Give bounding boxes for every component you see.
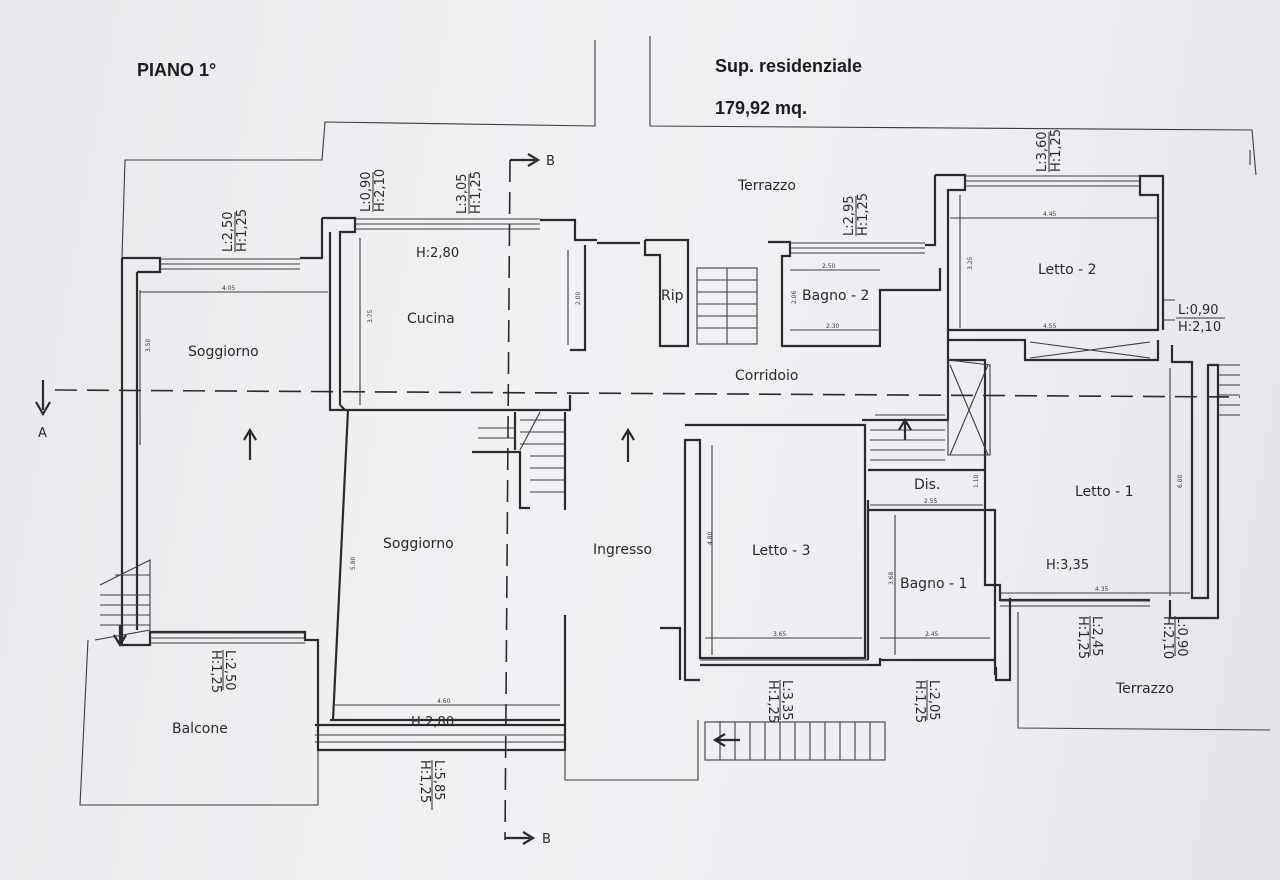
area-label: Sup. residenziale bbox=[715, 56, 862, 76]
room-letto-1: Letto - 1 bbox=[1075, 484, 1134, 500]
section-line-b: B B bbox=[504, 153, 555, 847]
inner-dimensions: 4.05 3.50 3.75 2.00 2.50 2.30 2.06 4.45 … bbox=[139, 195, 1190, 706]
svg-text:H:2,10: H:2,10 bbox=[373, 169, 388, 212]
opening-letto1-door: L:0,90 H:2,10 bbox=[1160, 616, 1189, 659]
dim-letto3-w: 3.65 bbox=[773, 631, 787, 638]
svg-text:L:0,90: L:0,90 bbox=[359, 171, 374, 212]
room-balcone: Balcone bbox=[172, 721, 228, 737]
room-corridoio: Corridoio bbox=[735, 368, 798, 384]
section-line-a: A bbox=[35, 380, 1241, 441]
stair-balcone bbox=[94, 559, 151, 641]
svg-text:H:1,25: H:1,25 bbox=[1075, 616, 1090, 659]
svg-text:L:2,50: L:2,50 bbox=[222, 650, 237, 691]
section-b-label-top: B bbox=[546, 154, 555, 169]
svg-text:H:1,25: H:1,25 bbox=[469, 171, 484, 214]
opening-cucina-win: L:3,05 H:1,25 bbox=[455, 171, 484, 214]
opening-letto2-door: L:0,90 H:2,10 bbox=[1176, 303, 1225, 335]
dim-soggiorno-main-w: 4.60 bbox=[437, 698, 451, 705]
outer-walls bbox=[120, 173, 1220, 752]
section-a-label-left: A bbox=[38, 426, 47, 441]
svg-text:L:3,05: L:3,05 bbox=[455, 173, 470, 214]
room-rip: Rip bbox=[661, 288, 684, 304]
dim-dis-w: 2.55 bbox=[924, 498, 938, 505]
dim-bagno1-w: 2.45 bbox=[925, 631, 939, 638]
svg-text:L:0,90: L:0,90 bbox=[1178, 303, 1219, 318]
dim-soggiorno-w: 4.05 bbox=[222, 285, 236, 292]
opening-balcone-win: L:2,50 H:1,25 bbox=[208, 650, 237, 693]
room-soggiorno-left: Soggiorno bbox=[188, 344, 259, 360]
dim-letto3-h: 4.80 bbox=[707, 531, 714, 545]
svg-text:L:5,85: L:5,85 bbox=[431, 760, 446, 801]
dim-soggiorno-main-h: 5.80 bbox=[350, 556, 357, 570]
svg-text:H:1,25: H:1,25 bbox=[765, 680, 780, 723]
section-b-label-bottom: B bbox=[542, 832, 551, 847]
svg-text:H:2,10: H:2,10 bbox=[1160, 616, 1175, 659]
direction-arrows bbox=[113, 417, 912, 747]
svg-text:H:1,25: H:1,25 bbox=[208, 650, 223, 693]
svg-text:H:1,25: H:1,25 bbox=[856, 193, 871, 236]
opening-cucina-door: L:0,90 H:2,10 bbox=[359, 169, 388, 212]
svg-text:H:1,25: H:1,25 bbox=[1049, 129, 1064, 172]
svg-text:L:2,05: L:2,05 bbox=[926, 680, 941, 721]
dim-letto2-w-bottom: 4.55 bbox=[1043, 323, 1057, 330]
svg-text:L:3,35: L:3,35 bbox=[779, 680, 794, 721]
room-labels: Soggiorno Cucina Soggiorno Ingresso Corr… bbox=[172, 178, 1174, 737]
opening-letto3-win: L:3,35 H:1,25 bbox=[765, 680, 794, 723]
floor-title: PIANO 1° bbox=[137, 60, 216, 80]
dim-letto1-h: 6.00 bbox=[1177, 474, 1184, 488]
dim-bagno2-w-bottom: 2.30 bbox=[826, 323, 840, 330]
wardrobe-cross bbox=[949, 341, 1151, 456]
dim-dis-h: 1.10 bbox=[973, 474, 980, 488]
height-labels: H:2,80 H:2,80 H:3,35 bbox=[411, 246, 1089, 730]
svg-text:L:0,90: L:0,90 bbox=[1174, 616, 1189, 657]
room-letto-2: Letto - 2 bbox=[1038, 262, 1097, 278]
room-soggiorno-main: Soggiorno bbox=[383, 536, 454, 552]
dim-bagno2-w-top: 2.50 bbox=[822, 263, 836, 270]
dim-cucina-h: 3.75 bbox=[367, 309, 374, 323]
svg-text:H:1,25: H:1,25 bbox=[417, 760, 432, 803]
room-bagno-1: Bagno - 1 bbox=[900, 576, 967, 592]
area-value: 179,92 mq. bbox=[715, 98, 807, 118]
dim-letto2-w-top: 4.45 bbox=[1043, 211, 1057, 218]
room-ingresso: Ingresso bbox=[593, 542, 652, 558]
room-bagno-2: Bagno - 2 bbox=[802, 288, 869, 304]
opening-soggiorno-win: L:2,50 H:1,25 bbox=[221, 209, 250, 252]
room-cucina: Cucina bbox=[407, 311, 455, 327]
stair-dis bbox=[870, 429, 945, 461]
site-boundary bbox=[79, 36, 1271, 806]
stair-rip bbox=[696, 267, 758, 345]
opening-letto1-win: L:2,45 H:1,25 bbox=[1075, 616, 1104, 659]
room-dis: Dis. bbox=[914, 477, 940, 493]
svg-text:H:1,25: H:1,25 bbox=[912, 680, 927, 723]
stair-right bbox=[1218, 364, 1240, 416]
height-cucina: H:2,80 bbox=[416, 246, 459, 261]
dim-soggiorno-h: 3.50 bbox=[145, 338, 152, 352]
room-terrazzo-top: Terrazzo bbox=[737, 178, 796, 194]
svg-text:H:1,25: H:1,25 bbox=[235, 209, 250, 252]
svg-text:L:2,45: L:2,45 bbox=[1089, 616, 1104, 657]
dim-bagno1-h: 3.68 bbox=[888, 571, 895, 585]
dim-letto2-h: 3.25 bbox=[967, 256, 974, 270]
svg-text:L:2,95: L:2,95 bbox=[842, 195, 857, 236]
room-letto-3: Letto - 3 bbox=[752, 543, 811, 559]
opening-bagno2-win: L:2,95 H:1,25 bbox=[842, 193, 871, 236]
height-soggiorno: H:2,80 bbox=[411, 715, 454, 730]
opening-letto2-win: L:3,60 H:1,25 bbox=[1035, 129, 1064, 172]
room-terrazzo-right: Terrazzo bbox=[1115, 681, 1174, 697]
dim-bagno2-h: 2.06 bbox=[791, 290, 798, 304]
dim-cucina-side: 2.00 bbox=[575, 291, 582, 305]
dim-letto1-w: 4.35 bbox=[1095, 586, 1109, 593]
height-letto-1: H:3,35 bbox=[1046, 558, 1089, 573]
svg-text:H:2,10: H:2,10 bbox=[1178, 320, 1221, 335]
stair-main bbox=[478, 411, 565, 493]
windows bbox=[150, 175, 1175, 743]
svg-text:L:3,60: L:3,60 bbox=[1035, 131, 1050, 172]
opening-bagno1-win: L:2,05 H:1,25 bbox=[912, 680, 941, 723]
opening-soggiorno-bottom-win: L:5,85 H:1,25 bbox=[417, 760, 446, 810]
svg-text:L:2,50: L:2,50 bbox=[221, 211, 236, 252]
interior-walls bbox=[328, 232, 991, 721]
opening-annotations: L:2,50 H:1,25 L:0,90 H:2,10 L:3,05 H:1,2… bbox=[208, 129, 1225, 810]
